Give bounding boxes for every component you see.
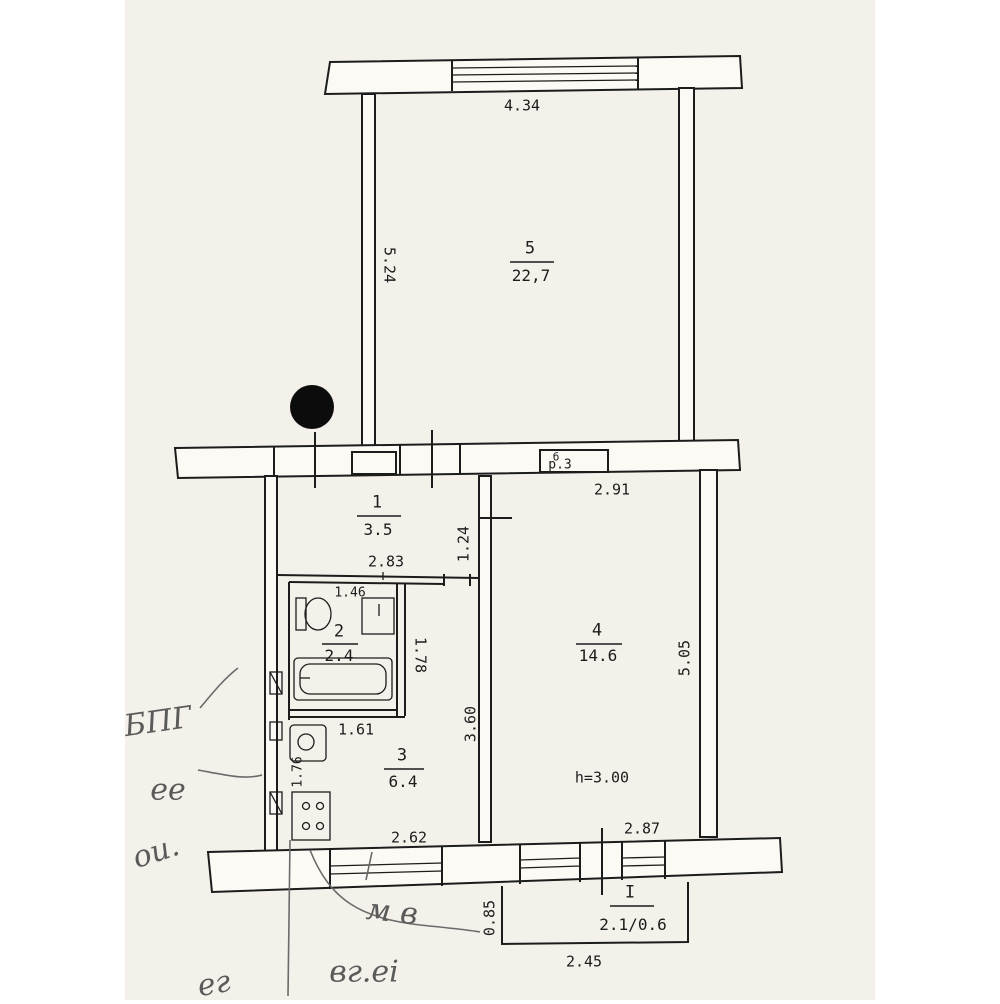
- toilet-icon: [295, 597, 332, 631]
- dim-room4-width-bottom: 2.87: [623, 819, 661, 838]
- dim-room4-length: 5.05: [675, 639, 694, 677]
- room4-fraction-bar: [576, 643, 622, 645]
- pencil-marks: [197, 667, 481, 997]
- room3-number: 3: [396, 745, 408, 766]
- paper-sheet: [125, 0, 875, 1000]
- room3-area: 6.4: [388, 772, 418, 791]
- dim-room5-width: 4.34: [503, 96, 541, 115]
- shaft-mark: б: [552, 450, 560, 464]
- partition-room4: [478, 475, 512, 843]
- dim-bath-width-top: 1.46: [334, 585, 366, 601]
- handwritten-note-5: вг.еі: [329, 954, 399, 990]
- handwritten-note-2: ее: [150, 772, 186, 808]
- dim-room5-length: 5.24: [380, 246, 399, 284]
- dim-bath-length: 1.78: [411, 636, 430, 674]
- vent-marks: [269, 671, 283, 815]
- room2-fraction-bar: [322, 643, 358, 645]
- balcony-fraction-bar: [610, 905, 654, 907]
- dim-kitchen-width: 2.62: [390, 828, 428, 847]
- dim-bath-width-bottom: 1.61: [337, 720, 375, 739]
- room5-area: 22,7: [511, 266, 551, 285]
- bathtub-icon: [293, 657, 393, 701]
- marker-dot: [290, 385, 334, 429]
- washbasin-icon: [361, 597, 395, 635]
- room1-fraction-bar: [357, 515, 401, 517]
- dim-balcony-width: 2.45: [565, 952, 603, 971]
- bottom-wall: [206, 828, 784, 895]
- sink-icon: [289, 724, 327, 762]
- hall-partition: [276, 572, 480, 586]
- room4-number: 4: [591, 620, 603, 641]
- room5-fraction-bar: [510, 261, 554, 263]
- bathroom-walls: [288, 582, 406, 720]
- dim-balcony-depth: 0.85: [480, 899, 499, 937]
- balcony-outline: [501, 882, 689, 946]
- dim-room1-depth: 1.24: [454, 525, 473, 563]
- room2-area: 2.4: [324, 646, 354, 665]
- room4-area: 14.6: [578, 646, 618, 665]
- middle-wall: [173, 430, 742, 488]
- dim-room1-width: 2.83: [367, 552, 405, 571]
- shaft-label: p.3: [548, 457, 572, 473]
- room1-number: 1: [371, 492, 383, 513]
- dim-kitchen-side: 1.76: [290, 756, 306, 788]
- handwritten-note-4: м в: [364, 891, 420, 933]
- room1-area: 3.5: [363, 520, 393, 539]
- room5-number: 5: [524, 238, 536, 259]
- ceiling-height: h=3.00: [574, 768, 630, 787]
- stove-icon: [291, 791, 331, 841]
- room3-fraction-bar: [384, 768, 424, 770]
- balcony-area: 2.1/0.6: [599, 915, 667, 934]
- dim-room4-width-top: 2.91: [593, 480, 631, 499]
- top-wall: [323, 54, 744, 96]
- room2-number: 2: [333, 621, 345, 642]
- balcony-number: I: [624, 882, 636, 903]
- handwritten-note-6: ег: [194, 963, 234, 1004]
- room4-right-wall: [699, 469, 718, 838]
- dim-kitchen-length: 3.60: [461, 705, 480, 743]
